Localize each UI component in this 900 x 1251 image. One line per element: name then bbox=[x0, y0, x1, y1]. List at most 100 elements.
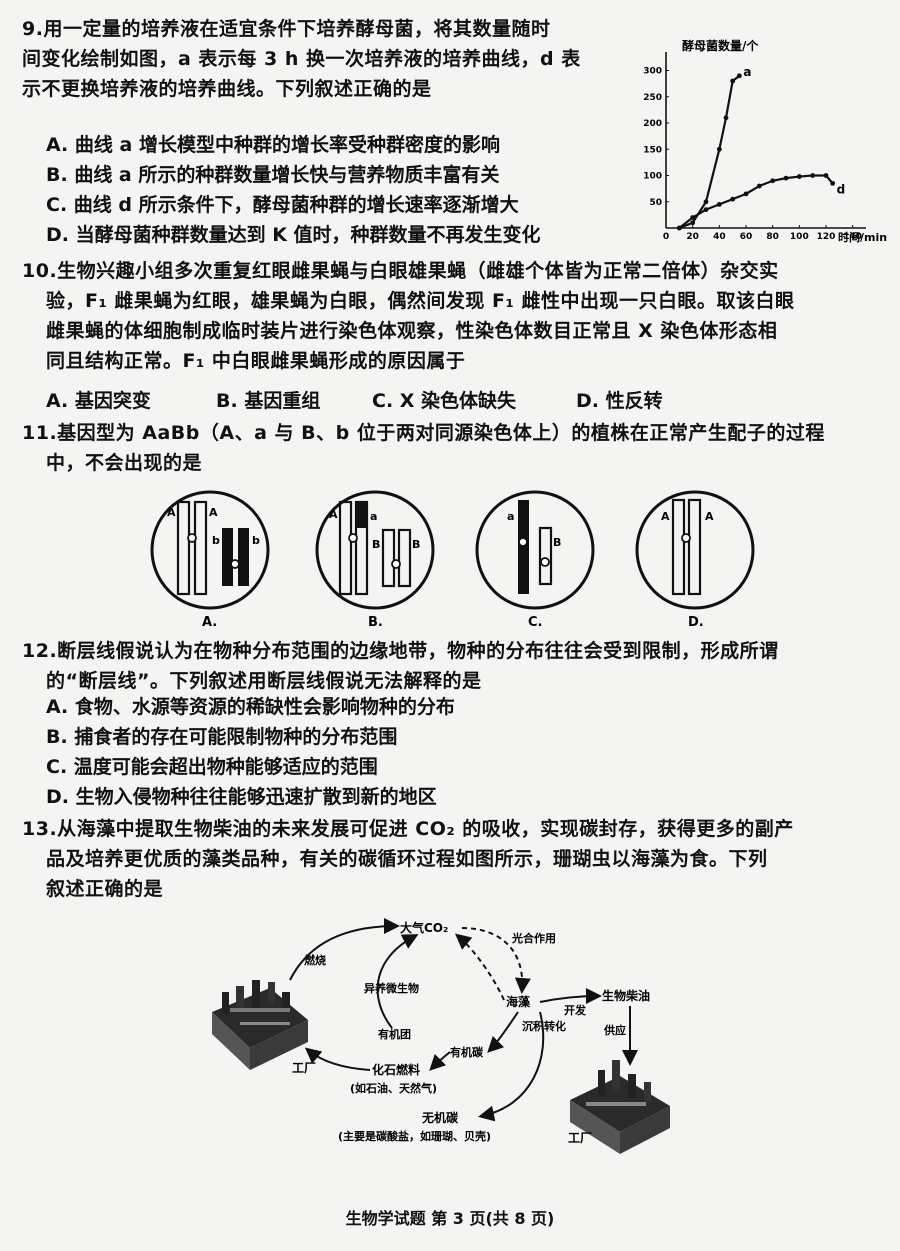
q13-stem: 13.从海藻中提取生物柴油的未来发展可促进 CO₂ 的吸收，实现碳封存，获得更多… bbox=[22, 814, 794, 904]
q9-option-a[interactable]: A. 曲线 a 增长模型中种群的增长率受种群密度的影响 bbox=[46, 134, 500, 156]
factory-right-label: 工厂 bbox=[568, 1131, 592, 1145]
q9-options: A. 曲线 a 增长模型中种群的增长率受种群密度的影响 B. 曲线 a 所示的种… bbox=[46, 130, 541, 250]
q12-option-d[interactable]: D. 生物入侵物种往往能够迅速扩散到新的地区 bbox=[46, 786, 437, 808]
q10-stem: 10.生物兴趣小组多次重复红眼雌果蝇与白眼雄果蝇（雌雄个体皆为正常二倍体）杂交实… bbox=[22, 256, 794, 376]
arrow-respiration bbox=[454, 933, 505, 1001]
page-footer: 生物学试题 第 3 页(共 8 页) bbox=[345, 1209, 555, 1228]
arrow-photosynthesis bbox=[461, 927, 531, 994]
chart-point-d bbox=[756, 183, 762, 189]
chart-series-label-d: d bbox=[837, 182, 846, 196]
cell-d-gene-2: A bbox=[705, 510, 714, 523]
arrow-algae-to-inorganic bbox=[478, 1011, 545, 1122]
fossil-fuel-examples: (如石油、天然气) bbox=[350, 1081, 437, 1095]
chart-point-a bbox=[703, 199, 709, 205]
q9-stem: 9.用一定量的培养液在适宜条件下培养酵母菌，将其数量随时 间变化绘制如图，a 表… bbox=[22, 14, 581, 104]
cell-b: A a B B B. bbox=[315, 490, 435, 628]
heterotrophs-label: 异养微生物 bbox=[364, 981, 419, 995]
chart-x-tick-label: 20 bbox=[686, 232, 699, 242]
chart-xlabel: 时间/min bbox=[838, 230, 887, 244]
chart-x-tick-label: 60 bbox=[740, 232, 753, 242]
chart-point-d bbox=[810, 173, 816, 178]
q9-option-b[interactable]: B. 曲线 a 所示的种群数量增长快与营养物质丰富有关 bbox=[46, 164, 500, 186]
chart-y-tick-label: 300 bbox=[643, 67, 662, 77]
chart-y-tick-label: 250 bbox=[643, 93, 662, 103]
q13-line-1: 13.从海藻中提取生物柴油的未来发展可促进 CO₂ 的吸收，实现碳封存，获得更多… bbox=[22, 818, 794, 840]
q12-option-c[interactable]: C. 温度可能会超出物种能够适应的范围 bbox=[46, 756, 378, 778]
chart-point-d bbox=[690, 215, 696, 220]
q10-line-4: 同且结构正常。F₁ 中白眼雌果蝇形成的原因属于 bbox=[46, 350, 466, 372]
q12-option-b[interactable]: B. 捕食者的存在可能限制物种的分布范围 bbox=[46, 726, 398, 748]
supply-label: 供应 bbox=[603, 1023, 626, 1037]
q11-line-2: 中，不会出现的是 bbox=[46, 452, 203, 474]
factory-left-label: 工厂 bbox=[292, 1061, 316, 1075]
cell-b-gene-1: A bbox=[329, 508, 338, 521]
arrow-sediment bbox=[487, 1011, 519, 1053]
chart-x-tick-label: 40 bbox=[713, 232, 726, 242]
chart-series-line-a bbox=[678, 74, 741, 230]
arrow-fossil-to-factory bbox=[304, 1047, 371, 1071]
q13-line-2: 品及培养更优质的藻类品种，有关的碳循环过程如图所示，珊瑚虫以海藻为食。下列 bbox=[46, 848, 768, 870]
chart-series: ad bbox=[676, 65, 846, 231]
organic-group-node: 有机团 bbox=[378, 1027, 411, 1041]
cell-a-membrane bbox=[150, 490, 270, 610]
q10-line-2: 验，F₁ 雌果蝇为红眼，雄果蝇为白眼，偶然间发现 F₁ 雌性中出现一只白眼。取该… bbox=[46, 290, 795, 312]
cell-b-gene-2: a bbox=[370, 510, 377, 523]
q11-line-1: 11.基因型为 AaBb（A、a 与 B、b 位于两对同源染色体上）的植株在正常… bbox=[22, 422, 825, 444]
chart-y-tick-label: 150 bbox=[643, 145, 662, 155]
chart-axes bbox=[665, 52, 866, 229]
q9-option-d[interactable]: D. 当酵母菌种群数量达到 K 值时，种群数量不再发生变化 bbox=[46, 224, 541, 246]
chart-point-d bbox=[716, 201, 722, 207]
cell-a: A A b b A. bbox=[150, 490, 270, 628]
chart-point-d bbox=[676, 225, 682, 231]
q12-option-a[interactable]: A. 食物、水源等资源的稀缺性会影响物种的分布 bbox=[46, 696, 455, 718]
cell-c: a B C. bbox=[475, 490, 595, 628]
biodiesel-node: 生物柴油 bbox=[602, 988, 650, 1003]
chart-ylabel: 酵母菌数量/个 bbox=[682, 38, 759, 53]
cell-d-membrane bbox=[635, 490, 755, 610]
cell-a-gene-3: b bbox=[212, 534, 220, 547]
develop-label: 开发 bbox=[564, 1003, 587, 1017]
cell-b-label: B. bbox=[368, 615, 383, 628]
cell-a-gene-1: A bbox=[167, 506, 176, 519]
q13-line-3: 叙述正确的是 bbox=[46, 878, 164, 900]
chart-y-tick-label: 200 bbox=[643, 119, 662, 129]
cell-c-label: C. bbox=[528, 615, 542, 628]
arrow-heterotrophs bbox=[376, 934, 419, 1029]
chart-point-a bbox=[690, 220, 696, 226]
cell-b-membrane bbox=[315, 490, 435, 610]
chart-point-d bbox=[730, 196, 736, 202]
chart-point-d bbox=[796, 174, 802, 179]
q10-option-a[interactable]: A. 基因突变 bbox=[46, 390, 151, 412]
combustion-label: 燃烧 bbox=[303, 953, 326, 967]
cell-a-label: A. bbox=[202, 615, 217, 628]
q10-option-b[interactable]: B. 基因重组 bbox=[216, 390, 321, 412]
chart-point-a bbox=[736, 73, 742, 79]
chart-point-d bbox=[830, 180, 836, 186]
factory-left-icon bbox=[212, 980, 308, 1070]
q12-line-1: 12.断层线假说认为在物种分布范围的边缘地带，物种的分布往往会受到限制，形成所谓 bbox=[22, 640, 779, 662]
organic-carbon-node: 有机碳 bbox=[450, 1045, 484, 1059]
q9-line-2: 间变化绘制如图，a 表示每 3 h 换一次培养液的培养曲线，d 表 bbox=[22, 48, 581, 70]
atmosphere-co2-node: 大气CO₂ bbox=[400, 920, 448, 935]
chart-series-line-d bbox=[678, 174, 834, 229]
q10-option-d[interactable]: D. 性反转 bbox=[576, 390, 663, 412]
sediment-label: 沉积转化 bbox=[522, 1019, 566, 1033]
cell-d-label: D. bbox=[688, 615, 704, 628]
q10-line-3: 雌果蝇的体细胞制成临时装片进行染色体观察，性染色体数目正常且 X 染色体形态相 bbox=[46, 320, 778, 342]
q12-stem: 12.断层线假说认为在物种分布范围的边缘地带，物种的分布往往会受到限制，形成所谓… bbox=[22, 636, 779, 696]
arrow-organic-to-fossil bbox=[429, 1051, 451, 1071]
q10-option-c[interactable]: C. X 染色体缺失 bbox=[372, 390, 517, 412]
chart-point-a bbox=[716, 146, 722, 152]
factory-right-icon bbox=[570, 1060, 670, 1154]
chart-x-tick-label: 80 bbox=[766, 232, 779, 242]
cell-b-gene-3: B bbox=[372, 538, 380, 551]
q9-option-c[interactable]: C. 曲线 d 所示条件下，酵母菌种群的增长速率逐渐增大 bbox=[46, 194, 519, 216]
fossil-fuel-node: 化石燃料 bbox=[372, 1062, 420, 1077]
arrow-develop bbox=[539, 988, 602, 1005]
cell-c-gene-1: a bbox=[507, 510, 514, 523]
chart-point-d bbox=[770, 178, 776, 184]
chart-y-tick-label: 50 bbox=[649, 198, 662, 208]
q9-line-1: 9.用一定量的培养液在适宜条件下培养酵母菌，将其数量随时 bbox=[22, 18, 551, 40]
